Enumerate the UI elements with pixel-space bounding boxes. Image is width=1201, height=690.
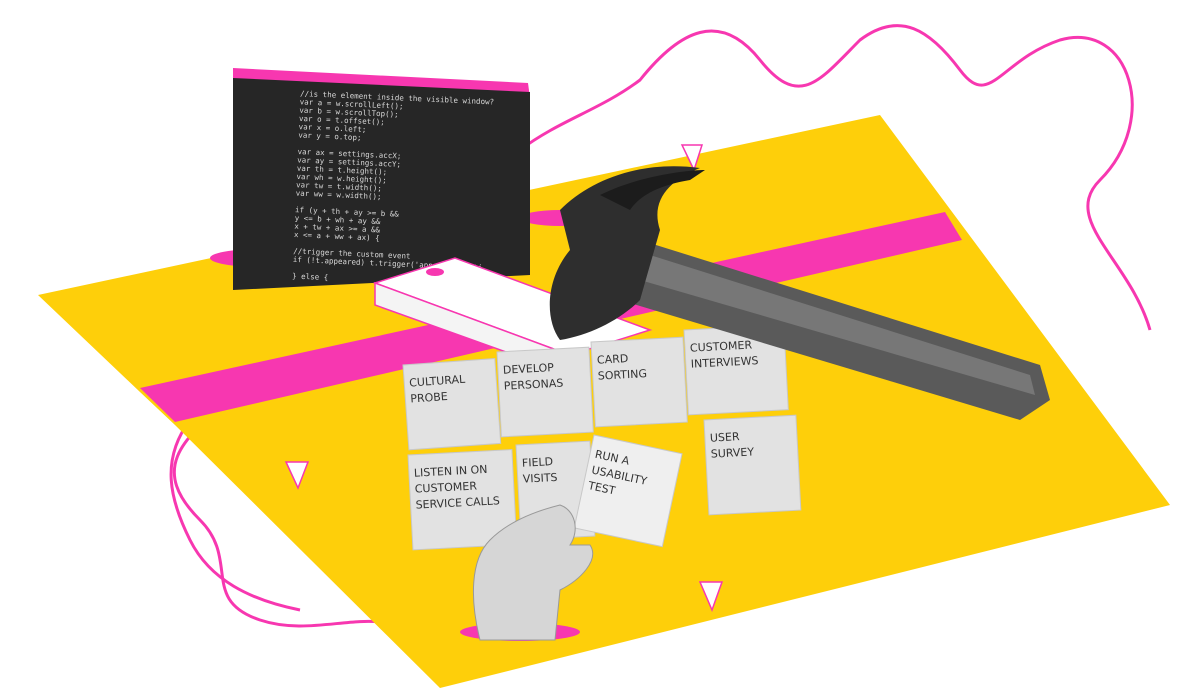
sticky-note-text: SURVEY	[710, 445, 754, 460]
sticky-note-text: DEVELOP	[503, 361, 555, 377]
code-line: var th = t.height();	[297, 164, 388, 177]
sticky-note-text: PERSONAS	[503, 377, 563, 393]
diamond-icon	[680, 144, 704, 173]
squiggle-line	[169, 419, 301, 612]
sticky-note-text: TEST	[586, 479, 617, 498]
sticky-note-text: CULTURAL	[409, 373, 467, 390]
hand-image	[473, 504, 594, 641]
sticky-note-text: VISITS	[522, 471, 557, 486]
code-line: } else {	[292, 271, 328, 282]
code-line: var tw = t.width();	[296, 180, 382, 193]
code-window: //is the element inside the visible wind…	[233, 68, 530, 290]
code-line: var o = t.offset();	[299, 114, 385, 127]
squiggle-line	[519, 24, 1152, 331]
sticky-note-text: SERVICE CALLS	[415, 494, 500, 511]
sticky-note-text: PROBE	[410, 390, 448, 406]
sticky-note-text: CARD	[597, 352, 629, 367]
sticky-note-text: CUSTOMER	[690, 338, 753, 354]
diamond-icon	[698, 581, 724, 613]
code-line: var x = o.left;	[298, 122, 366, 134]
sticky-note-text: LISTEN IN ON	[414, 463, 488, 480]
code-line: var b = w.scrollTop();	[299, 106, 399, 119]
sticky-note-text: USER	[710, 430, 741, 445]
code-line: x <= a + ww + ax) {	[294, 230, 380, 243]
code-line: var ww = w.width();	[296, 189, 382, 202]
sticky-note-text: SORTING	[597, 367, 647, 383]
code-line: x + tw + ax >= a &&	[294, 222, 381, 235]
sticky-note-text: CUSTOMER	[414, 479, 477, 495]
code-line: var y = o.top;	[298, 130, 362, 142]
sticky-note-text: INTERVIEWS	[690, 354, 758, 371]
code-line: y <= b + wh + ay &&	[294, 213, 381, 226]
sticky-note-text: FIELD	[522, 455, 554, 470]
diamond-icon	[284, 461, 310, 490]
hammer-image	[549, 166, 1050, 420]
code-line: var wh = w.height();	[296, 172, 387, 185]
